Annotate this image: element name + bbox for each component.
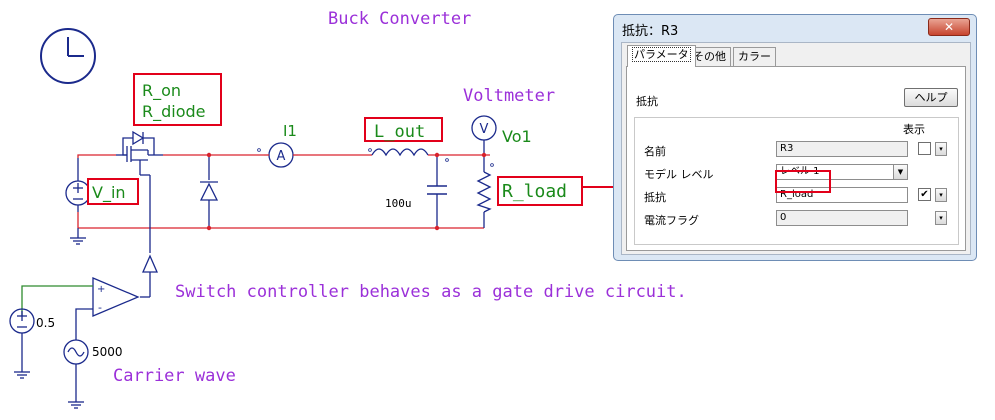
switch-param-rdiode: R_diode [142, 102, 206, 122]
section-label: 抵抗 [636, 95, 658, 108]
voltmeter-title: Voltmeter [463, 86, 555, 106]
name-spin-button[interactable]: ▾ [935, 142, 947, 156]
voltmeter-symbol: V [480, 122, 489, 137]
controller-note: Switch controller behaves as a gate driv… [175, 282, 687, 302]
comparator-plus: + [97, 284, 105, 295]
tab-color[interactable]: カラー [733, 47, 776, 66]
carrier-label: Carrier wave [113, 366, 236, 386]
ammeter[interactable]: A [268, 142, 294, 168]
dialog-title: 抵抗：R3 [622, 24, 679, 39]
carrier-value: 5000 [92, 345, 123, 359]
inductor-label-box [364, 117, 443, 142]
comparator[interactable]: + - [92, 277, 140, 317]
resistance-display-checkbox[interactable]: ✔ [918, 188, 931, 201]
name-label: 名前 [644, 145, 666, 158]
switch-param-ron: R_on [142, 81, 181, 101]
current-flag-field[interactable]: 0 [776, 210, 908, 226]
dc-reference-value: 0.5 [36, 316, 55, 330]
load-label: R_load [502, 181, 567, 202]
switch-params-box [133, 73, 222, 126]
ammeter-label: I1 [283, 122, 297, 140]
junction-dots [206, 152, 487, 231]
name-display-checkbox[interactable] [918, 142, 931, 155]
component-wires [70, 140, 485, 245]
power-wires [77, 154, 490, 229]
switch-mosfet[interactable] [116, 130, 163, 175]
terminal-markers [257, 148, 494, 167]
comparator-minus: - [98, 301, 102, 314]
inductor[interactable] [371, 148, 429, 157]
current-flag-spin-button[interactable]: ▾ [935, 211, 947, 225]
parameters-panel: 抵抗 ヘルプ 表示 名前 R3 ▾ モデル レベル レベル 1 ▼ 抵抗 R_l… [626, 66, 966, 251]
freewheel-diode[interactable] [199, 181, 219, 201]
resistance-highlight-box [775, 170, 831, 193]
source-label-box [87, 178, 139, 205]
current-flag-label: 電流フラグ [644, 214, 699, 227]
capacitor-value: 100u [385, 197, 412, 210]
help-button[interactable]: ヘルプ [904, 88, 958, 107]
carrier-source[interactable] [63, 339, 89, 409]
resistance-label: 抵抗 [644, 191, 666, 204]
inductor-label: L_out [374, 122, 425, 142]
dc-voltage-source[interactable] [65, 158, 91, 212]
display-header: 表示 [903, 123, 925, 136]
diagram-title: Buck Converter [328, 9, 471, 29]
dc-reference-source[interactable] [9, 308, 35, 379]
load-resistor[interactable] [476, 171, 492, 213]
parameter-group: 表示 名前 R3 ▾ モデル レベル レベル 1 ▼ 抵抗 R_load ✔ ▾ [634, 117, 959, 245]
model-level-label: モデル レベル [644, 168, 714, 181]
tab-parameters[interactable]: パラメータ [627, 45, 696, 67]
source-label: V_in [92, 183, 126, 203]
capacitor[interactable] [427, 185, 447, 195]
dialog-body: パラメータ その他 カラー 抵抗 ヘルプ 表示 名前 R3 ▾ モデル レベル … [621, 42, 971, 255]
voltmeter-name: Vo1 [502, 127, 532, 146]
chevron-down-icon[interactable]: ▼ [893, 165, 907, 179]
voltmeter[interactable]: V [471, 115, 497, 141]
load-label-box [497, 176, 583, 206]
ammeter-symbol: A [277, 149, 286, 164]
gate-wiring [140, 175, 158, 298]
name-field[interactable]: R3 [776, 141, 908, 157]
tab-other[interactable]: その他 [688, 47, 731, 66]
resistor-properties-dialog[interactable]: 抵抗：R3 ✕ パラメータ その他 カラー 抵抗 ヘルプ 表示 名前 R3 ▾ … [613, 14, 977, 261]
clock-icon[interactable] [40, 28, 96, 84]
close-button[interactable]: ✕ [928, 18, 970, 36]
resistance-spin-button[interactable]: ▾ [935, 188, 947, 202]
